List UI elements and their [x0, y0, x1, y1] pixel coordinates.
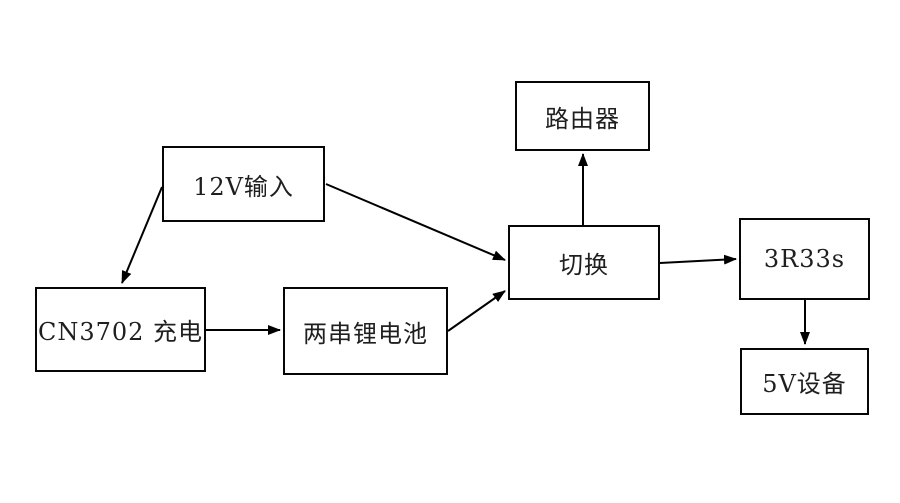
node-switchover-label: 切换 [559, 251, 609, 279]
node-router: 路由器 [515, 81, 650, 151]
node-cn3702-charger-label: CN3702 充电 [37, 318, 204, 346]
node-input12v-label: 12V输入 [193, 172, 294, 201]
node-switchover: 切换 [508, 225, 660, 300]
node-battery-2s-lithium-label: 两串锂电池 [303, 319, 428, 348]
edge-input12v-to-switch [325, 183, 506, 261]
node-input12v: 12V输入 [162, 146, 325, 222]
edge-input12v-to-cn3702 [121, 186, 163, 284]
node-battery-2s-lithium: 两串锂电池 [283, 287, 448, 375]
node-5v-device: 5V设备 [740, 348, 869, 415]
edge-switch-to-3r33s [659, 254, 737, 265]
edge-battery-to-switch [447, 290, 506, 332]
node-5v-device-label: 5V设备 [762, 370, 847, 398]
node-router-label: 路由器 [545, 104, 620, 133]
node-3r33s-regulator-label: 3R33s [763, 245, 846, 273]
node-3r33s-regulator: 3R33s [739, 218, 870, 300]
node-cn3702-charger: CN3702 充电 [35, 287, 206, 372]
